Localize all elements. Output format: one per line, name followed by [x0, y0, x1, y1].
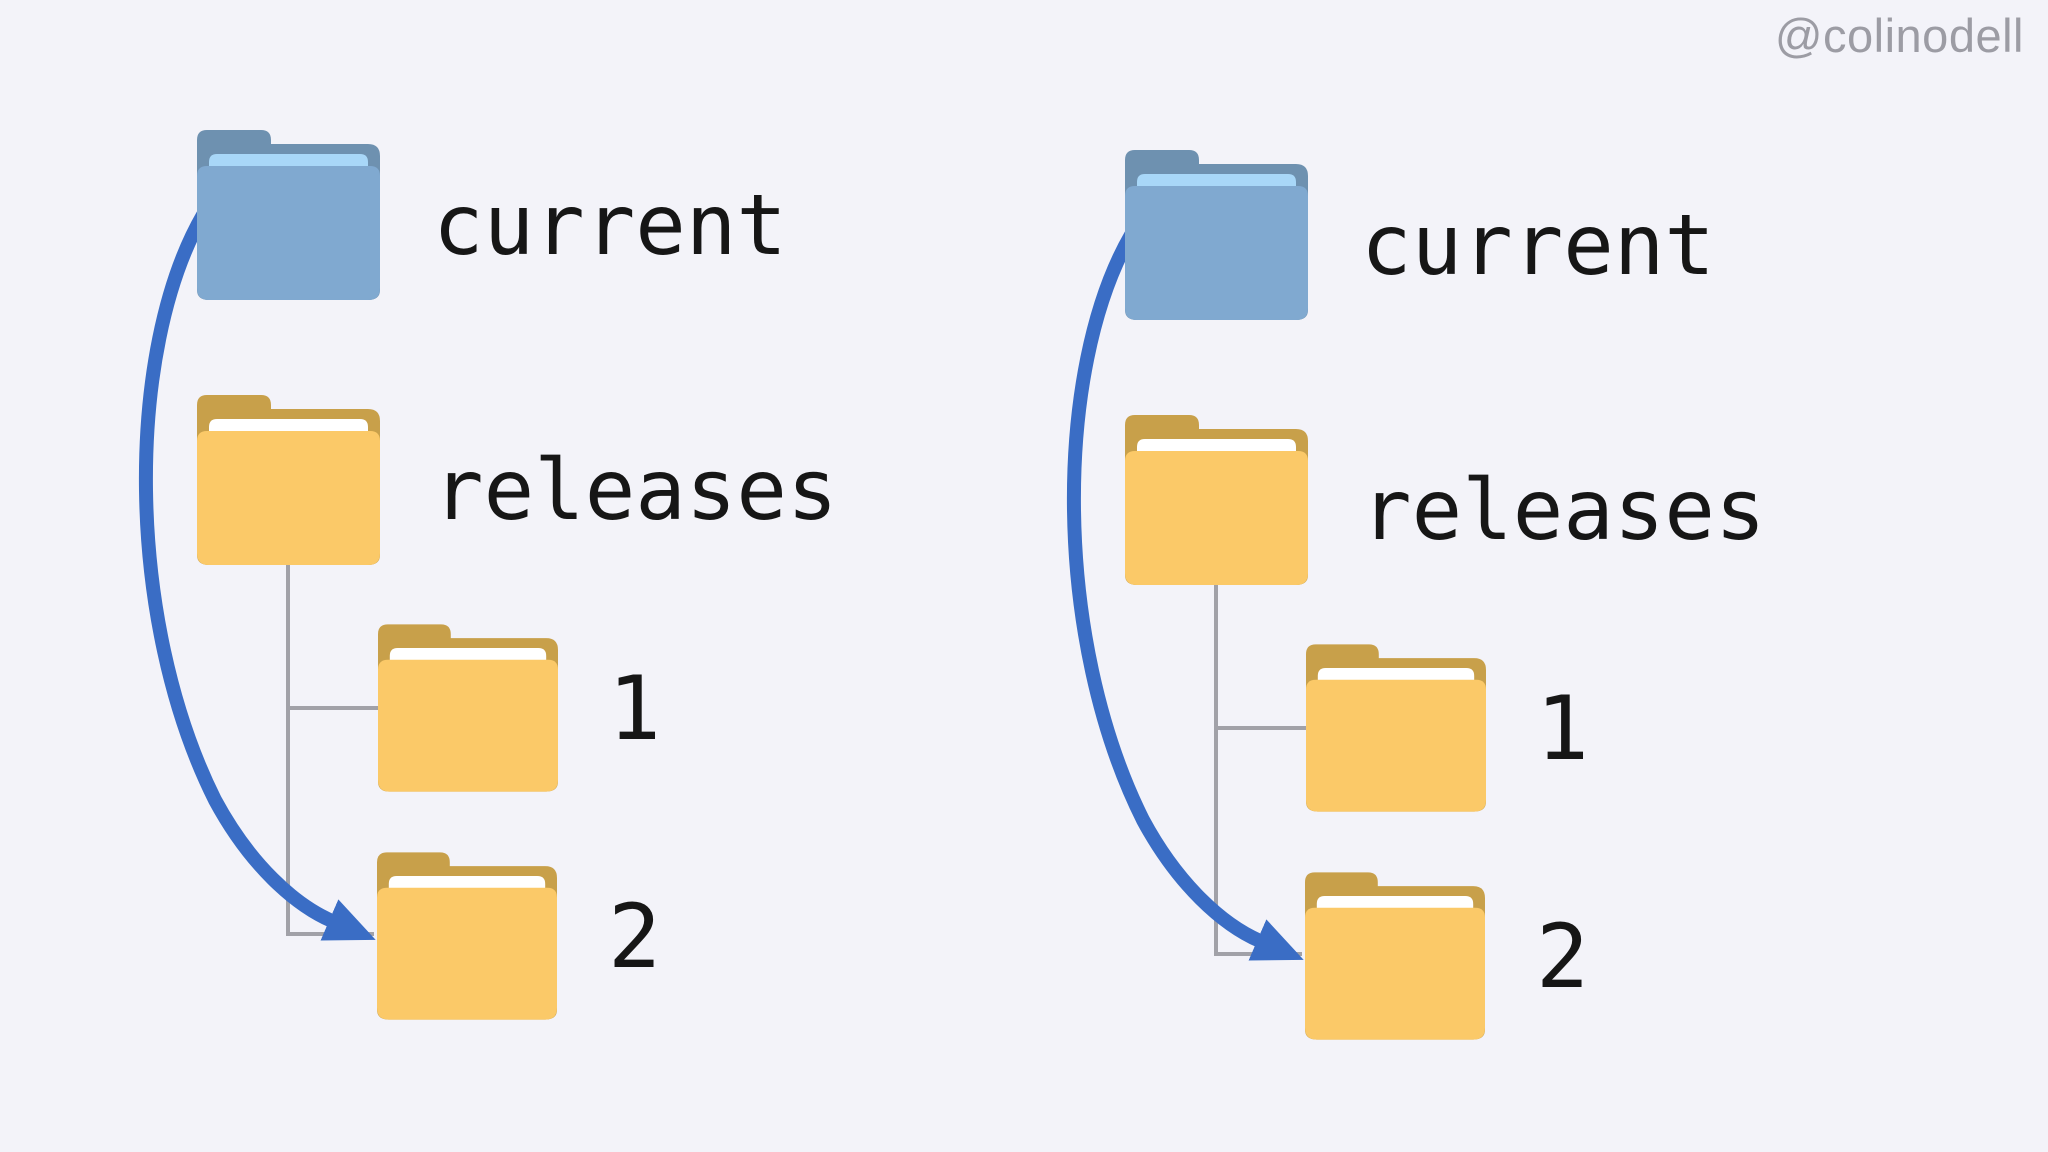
folder-front	[378, 659, 558, 792]
folder-label-current: current	[1361, 196, 1716, 294]
folder-front	[1305, 907, 1485, 1040]
panel-after: current releases 1	[928, 20, 1828, 1100]
folder-front	[197, 166, 380, 300]
folder-icon-releases	[1125, 415, 1308, 585]
folder-front	[1306, 679, 1486, 812]
watermark: @colinodell	[1774, 9, 2024, 62]
folder-front	[1125, 186, 1308, 320]
current-symlink-arrow	[139, 208, 376, 941]
folder-label-release-2: 2	[1536, 904, 1589, 1008]
folder-icon-current	[197, 130, 380, 300]
folder-icon-release-2	[377, 852, 557, 1020]
tree-line-to-release-2	[1214, 585, 1302, 956]
folder-front	[377, 887, 557, 1020]
folder-label-release-2: 2	[608, 884, 661, 988]
panel-before: current releases 1	[0, 0, 900, 1080]
folder-label-current: current	[433, 176, 788, 274]
folder-icon-release-1	[1306, 644, 1486, 812]
current-symlink-arrow	[1067, 228, 1304, 961]
folder-icon-release-1	[378, 624, 558, 792]
folder-icon-release-2	[1305, 872, 1485, 1040]
folder-front	[197, 431, 380, 565]
tree-connector-lines	[1067, 228, 1308, 961]
tree-connector-lines	[139, 208, 380, 941]
folder-label-releases: releases	[433, 441, 838, 539]
folder-icon-releases	[197, 395, 380, 565]
folder-front	[1125, 451, 1308, 585]
tree-line-to-release-2	[286, 565, 374, 936]
folder-label-release-1: 1	[608, 656, 661, 760]
folder-label-release-1: 1	[1536, 676, 1589, 780]
folder-label-releases: releases	[1361, 461, 1766, 559]
folder-icon-current	[1125, 150, 1308, 320]
